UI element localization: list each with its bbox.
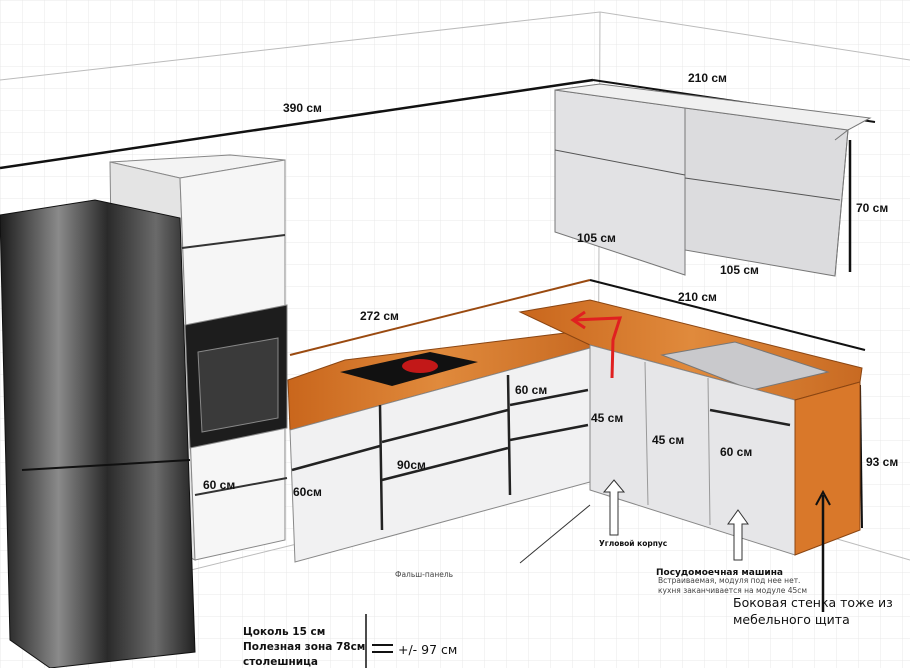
label-dishwasher-note-2: кухня заканчивается на модуле 45см	[658, 586, 807, 595]
label-side-panel-1: Боковая стенка тоже из	[733, 595, 893, 610]
dim-70: 70 см	[856, 201, 888, 215]
dim-105-left: 105 см	[577, 231, 616, 245]
fridge-split	[21, 459, 191, 471]
dim-45: 45 см	[652, 433, 684, 447]
dim-210-top: 210 см	[688, 71, 727, 85]
annotation-arrows	[602, 479, 749, 561]
arrow-corner-cabinet	[602, 479, 626, 536]
label-dishwasher-note-1: Встраиваемая, модуля под нее нет.	[658, 576, 800, 585]
dim-93: 93 см	[866, 455, 898, 469]
dim-390: 390 см	[283, 101, 322, 115]
fridge	[0, 199, 196, 668]
summary-countertop: столешница	[243, 656, 318, 668]
label-dishwasher: Посудомоечная машина	[656, 568, 783, 578]
right-base-run	[518, 299, 863, 556]
sink	[660, 341, 830, 391]
label-side-panel-2: мебельного щита	[733, 612, 850, 627]
dim-60-column: 60 см	[203, 478, 235, 492]
red-corner-marker	[572, 316, 623, 379]
dimension-line-210	[589, 279, 866, 351]
dim-45-corner: 45 см	[591, 411, 623, 425]
label-corner-cabinet: Угловой корпус	[599, 539, 667, 548]
dim-105-right: 105 см	[720, 263, 759, 277]
dim-272: 272 см	[360, 309, 399, 323]
side-panel	[794, 381, 861, 556]
dim-60-drawer: 60см	[293, 485, 322, 499]
upper-cabinets	[554, 83, 872, 277]
upper-cabinet-right	[684, 107, 849, 277]
cooktop-burner	[402, 359, 438, 373]
label-false-panel: Фальш-панель	[395, 570, 453, 579]
arrow-dishwasher	[727, 509, 749, 561]
dim-60-right: 60 см	[720, 445, 752, 459]
summary-useful-zone: Полезная зона 78см	[243, 641, 365, 653]
left-base-run	[287, 329, 591, 563]
dim-210: 210 см	[678, 290, 717, 304]
dimension-line-272	[289, 279, 591, 356]
dimension-line-390	[0, 78, 594, 170]
summary-total: +/- 97 см	[398, 642, 457, 657]
dim-60-corner: 60 см	[515, 383, 547, 397]
false-panel-pointer	[519, 504, 591, 564]
equals-icon	[372, 644, 393, 653]
dim-90-drawer: 90см	[397, 458, 426, 472]
summary-plinth: Цоколь 15 см	[243, 626, 325, 638]
